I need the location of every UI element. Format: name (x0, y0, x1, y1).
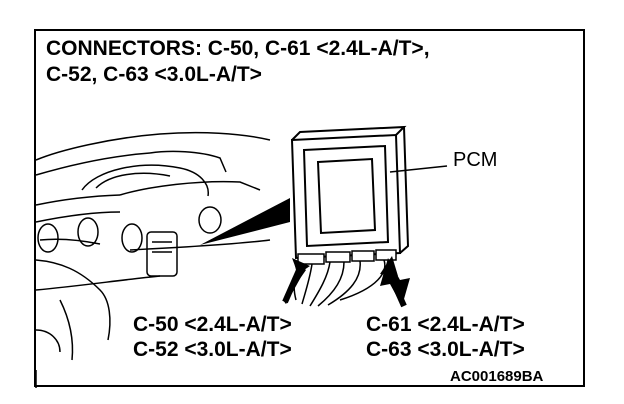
connector-harness (293, 249, 397, 307)
title-line-1: CONNECTORS: C-50, C-61 <2.4L-A/T>, (46, 37, 430, 60)
pointer-wedge (200, 198, 290, 245)
left-connector-line-2: C-52 <3.0L-A/T> (133, 338, 292, 361)
diagram-title: CONNECTORS: C-50, C-61 <2.4L-A/T>, C-52,… (46, 36, 430, 88)
left-connector-line-1: C-50 <2.4L-A/T> (133, 313, 292, 336)
right-connector-line-2: C-63 <3.0L-A/T> (366, 338, 525, 361)
figure-code: AC001689BA (450, 368, 544, 385)
left-connector-label: C-50 <2.4L-A/T> C-52 <3.0L-A/T> (133, 312, 292, 362)
pcm-label: PCM (453, 149, 498, 171)
dashboard-drawing (35, 131, 271, 388)
right-arrow-tip (380, 256, 398, 276)
left-arrow-shaft (282, 266, 303, 304)
left-arrow-tip (292, 258, 310, 274)
pcm-unit (290, 125, 410, 260)
title-line-2: C-52, C-63 <3.0L-A/T> (46, 63, 262, 86)
right-arrow-shaft (385, 268, 407, 308)
right-connector-line-1: C-61 <2.4L-A/T> (366, 313, 525, 336)
right-connector-label: C-61 <2.4L-A/T> C-63 <3.0L-A/T> (366, 312, 525, 362)
pcm-leader-line (389, 165, 448, 173)
